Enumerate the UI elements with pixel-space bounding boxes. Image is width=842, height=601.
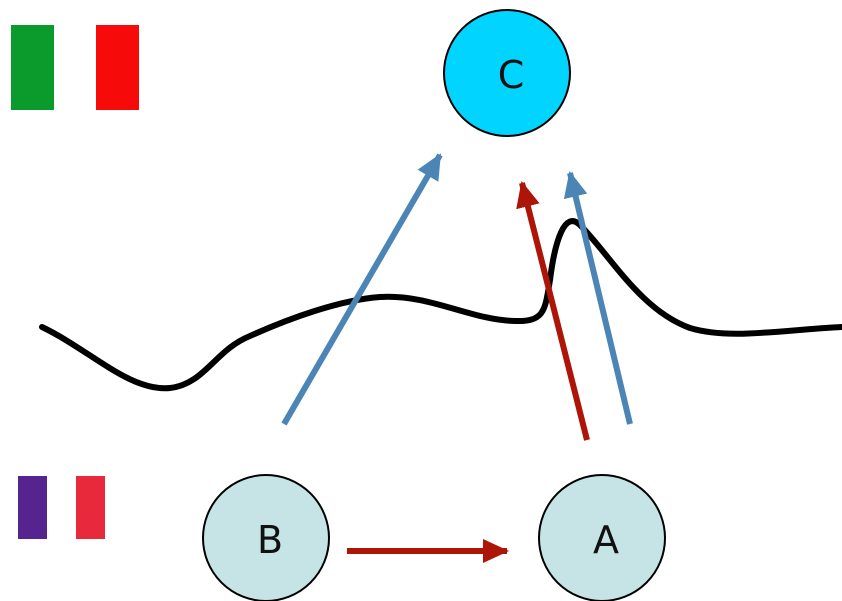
boundary-line bbox=[39, 218, 842, 392]
node-a-label: A bbox=[593, 518, 619, 562]
node-b: B bbox=[202, 474, 330, 601]
france-flag-icon bbox=[18, 476, 105, 539]
france-flag-stripe-3 bbox=[76, 476, 105, 539]
france-flag-stripe-2 bbox=[47, 476, 76, 539]
node-b-circle bbox=[202, 474, 330, 601]
arrow-a-to-c-red bbox=[516, 181, 590, 441]
node-c-circle bbox=[443, 9, 571, 137]
italy-flag-stripe-2 bbox=[54, 25, 96, 110]
italy-flag-stripe-3 bbox=[96, 25, 139, 110]
node-a-circle bbox=[538, 474, 666, 601]
node-b-label: B bbox=[257, 518, 283, 562]
arrow-a-to-c-blue bbox=[563, 171, 633, 425]
node-c-label: C bbox=[498, 53, 525, 97]
node-c: C bbox=[443, 9, 571, 137]
italy-flag-stripe-1 bbox=[11, 25, 54, 110]
france-flag-stripe-1 bbox=[18, 476, 47, 539]
arrow-b-to-c bbox=[281, 153, 443, 426]
node-a: A bbox=[538, 474, 666, 601]
italy-flag-icon bbox=[11, 25, 139, 110]
